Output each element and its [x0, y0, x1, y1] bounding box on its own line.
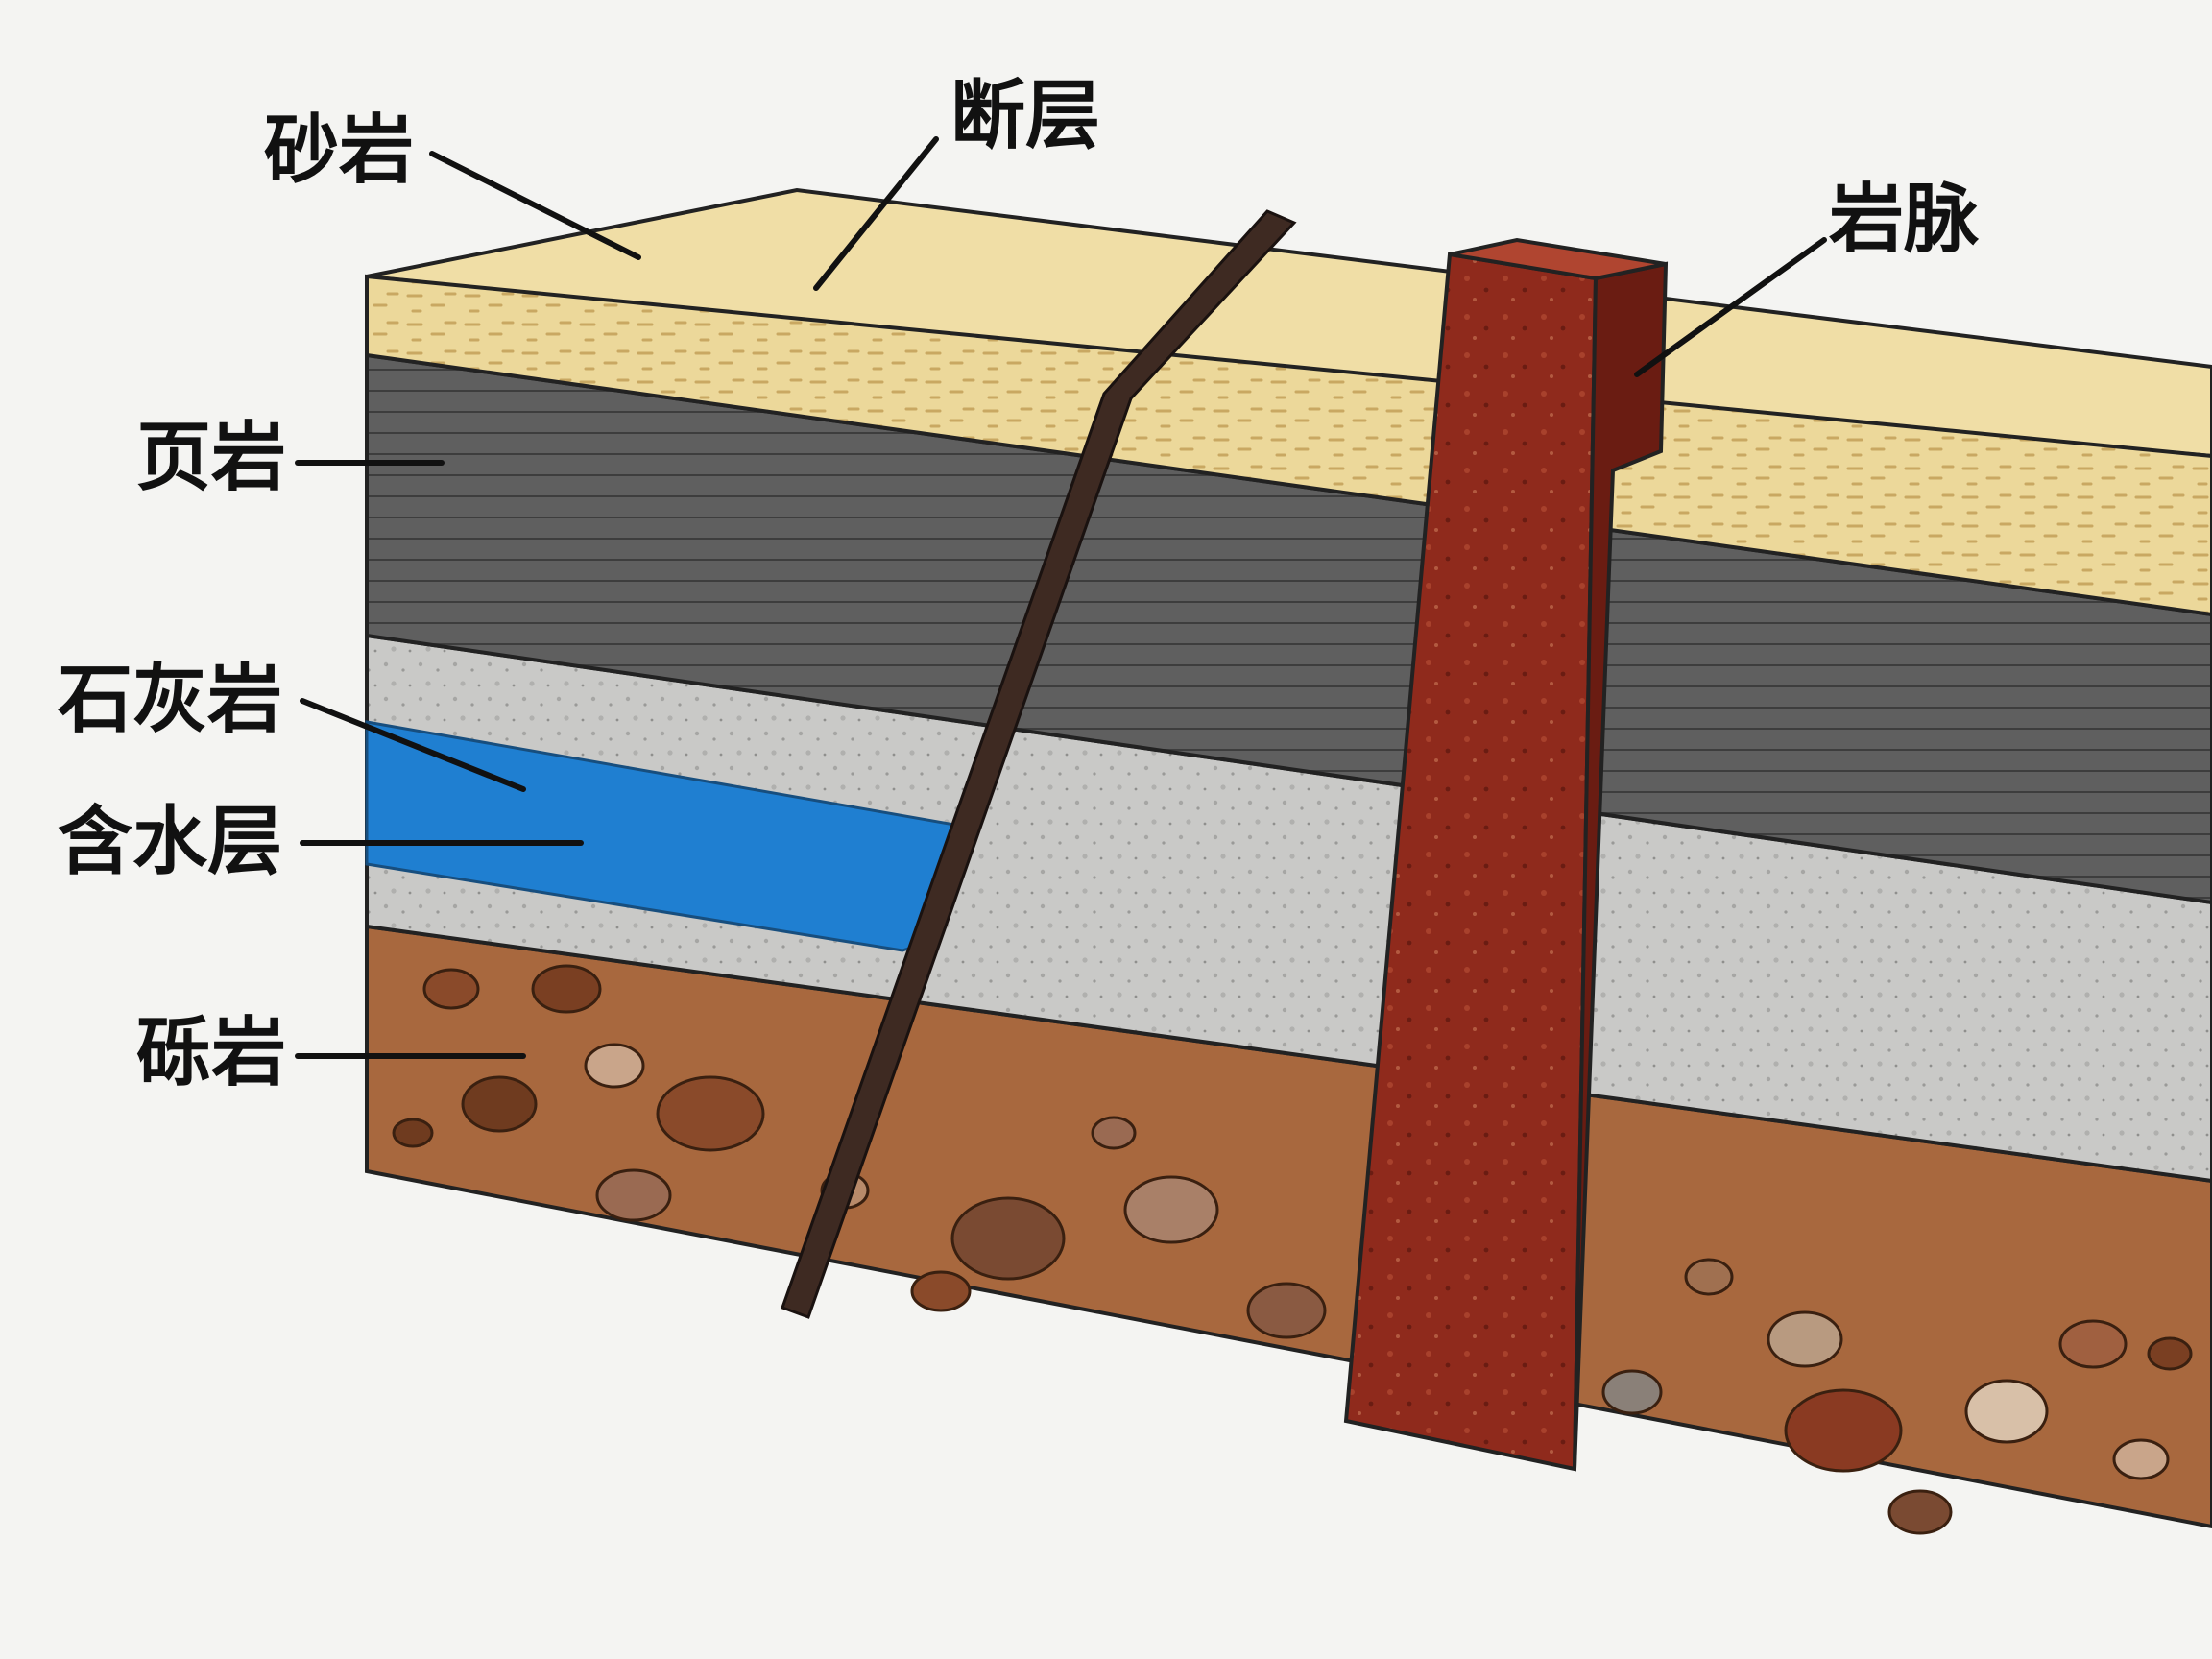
pebble — [950, 1196, 1066, 1281]
pebble — [461, 1075, 538, 1133]
label-shale: 页岩 — [136, 415, 287, 501]
leader-fault — [813, 136, 939, 291]
pebble — [656, 1075, 765, 1152]
label-conglomerate: 砾岩 — [136, 1010, 287, 1096]
fault-line — [781, 209, 1297, 1319]
label-sandstone: 砂岩 — [264, 108, 415, 194]
pebble — [584, 1043, 645, 1089]
pebble — [2147, 1336, 2193, 1371]
pebble — [1767, 1310, 1843, 1368]
label-fault: 断层 — [950, 73, 1101, 159]
pebble — [1887, 1489, 1953, 1535]
conglomerate-pebbles — [392, 964, 2193, 1535]
pebble — [1784, 1388, 1903, 1473]
label-dike: 岩脉 — [1829, 177, 1980, 263]
pebble — [2058, 1319, 2128, 1369]
leader-sandstone — [429, 151, 641, 260]
pebble — [392, 1118, 434, 1148]
pebble — [2112, 1438, 2170, 1480]
pebble — [422, 968, 480, 1010]
leader-dike — [1634, 237, 1827, 377]
pebble — [1123, 1175, 1219, 1244]
pebble — [1684, 1258, 1734, 1296]
pebble — [910, 1270, 972, 1312]
dike-top-face — [1449, 237, 1667, 281]
label-limestone: 石灰岩 — [58, 657, 283, 743]
pebble — [531, 964, 602, 1014]
leader-limestone — [300, 698, 526, 792]
pebble — [1091, 1116, 1137, 1150]
pebble — [1601, 1369, 1663, 1415]
pebble — [1964, 1379, 2049, 1444]
label-aquifer: 含水层 — [58, 799, 283, 885]
pebble — [595, 1168, 672, 1222]
pebble — [1246, 1282, 1327, 1339]
